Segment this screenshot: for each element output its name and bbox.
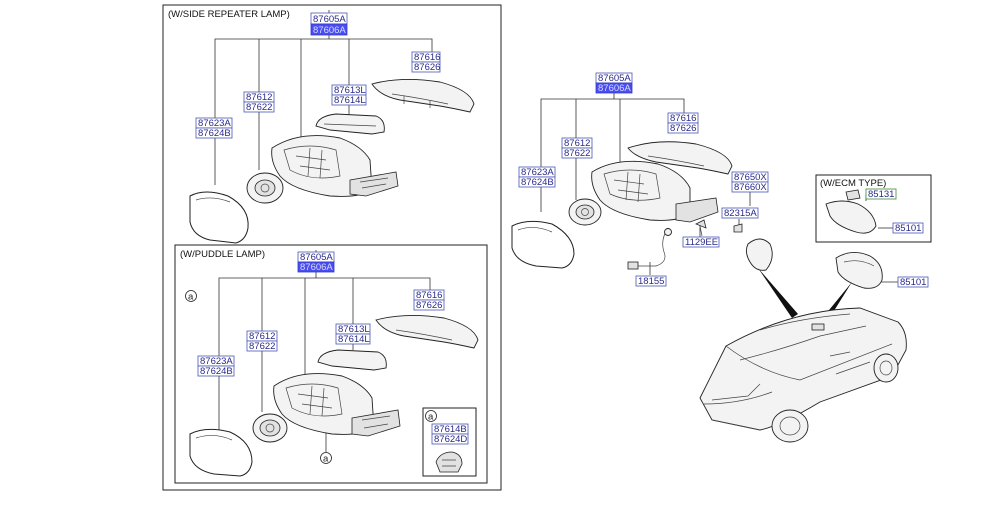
svg-text:87660X: 87660X — [734, 182, 767, 193]
svg-text:87616: 87616 — [414, 52, 440, 63]
svg-text:87626: 87626 — [416, 300, 442, 311]
svg-text:87616: 87616 — [670, 113, 696, 124]
puddle-caption: (W/PUDDLE LAMP) — [180, 249, 265, 260]
svg-text:87605A: 87605A — [598, 73, 631, 84]
svg-text:85131: 85131 — [868, 189, 894, 200]
pd-circle-a-bottom: a — [320, 452, 332, 465]
svg-text:87612: 87612 — [564, 138, 590, 149]
mn-sensor-cover — [733, 223, 773, 271]
arrow-sensor — [758, 268, 798, 318]
mn-mirror-housing — [591, 160, 719, 223]
svg-text:87606A: 87606A — [313, 25, 346, 36]
svg-text:87612: 87612 — [246, 92, 272, 103]
label-sr-87624B: 87624B — [195, 127, 233, 139]
svg-text:85101: 85101 — [895, 223, 921, 234]
label-mn-87624B: 87624B — [518, 176, 556, 188]
ecm-caption: (W/ECM TYPE) — [820, 178, 886, 189]
mn-cover — [627, 141, 733, 175]
svg-text:87614L: 87614L — [338, 334, 370, 345]
label-pd-87626: 87626 — [413, 299, 445, 311]
svg-text:87624D: 87624D — [434, 434, 467, 445]
svg-text:87650X: 87650X — [734, 172, 767, 183]
sr-cover — [371, 78, 475, 113]
pd-actuator — [252, 413, 288, 443]
left-panel-frame — [162, 4, 502, 491]
svg-text:87622: 87622 — [249, 341, 275, 352]
car-illustration — [699, 307, 907, 443]
pd-inset-circle-a: a — [425, 410, 437, 423]
mn-actuator — [568, 198, 602, 226]
svg-text:a: a — [428, 412, 434, 423]
svg-text:87613L: 87613L — [338, 324, 370, 335]
label-ecm-85131: 85131 — [865, 188, 897, 200]
svg-text:87606A: 87606A — [598, 83, 631, 94]
svg-text:85101: 85101 — [900, 277, 926, 288]
svg-text:87612: 87612 — [249, 331, 275, 342]
label-sr-87605A: 87605A — [310, 12, 348, 25]
pd-repeater-lamp — [317, 349, 387, 371]
label-mn-18155: 18155 — [635, 275, 667, 287]
side-repeater-caption: (W/SIDE REPEATER LAMP) — [168, 9, 290, 20]
ecm-inset-frame — [815, 174, 932, 243]
svg-text:a: a — [188, 292, 194, 303]
label-mn-82315A: 82315A — [721, 207, 759, 219]
pd-circle-a-left: a — [185, 290, 197, 303]
label-pd-87624B: 87624B — [197, 365, 235, 377]
label-ecm-85101: 85101 — [892, 222, 924, 234]
label-mn-85101: 85101 — [897, 276, 929, 288]
svg-text:87624B: 87624B — [200, 366, 233, 377]
sr-repeater-lamp — [315, 113, 385, 135]
pd-mirror-housing — [273, 373, 401, 437]
svg-text:87614L: 87614L — [334, 95, 366, 106]
svg-text:82315A: 82315A — [724, 208, 757, 219]
svg-text:87623A: 87623A — [200, 356, 233, 367]
label-mn-87622: 87622 — [561, 147, 593, 159]
ecm-mirror — [825, 189, 877, 234]
svg-text:1129EE: 1129EE — [685, 237, 718, 248]
svg-text:87622: 87622 — [564, 148, 590, 159]
label-mn-87626: 87626 — [667, 122, 699, 134]
label-pd-87606A: 87606A — [297, 261, 335, 273]
svg-text:a: a — [323, 454, 329, 465]
label-pd-87614L: 87614L — [335, 333, 371, 345]
svg-text:87605A: 87605A — [313, 14, 346, 25]
label-sr-87622: 87622 — [243, 101, 275, 113]
mn-rearview-mirror — [835, 252, 883, 289]
svg-text:87616: 87616 — [416, 290, 442, 301]
svg-text:87626: 87626 — [670, 123, 696, 134]
svg-text:87623A: 87623A — [198, 118, 231, 129]
mn-mirror-glass — [511, 220, 575, 269]
label-mn-87660X: 87660X — [731, 181, 769, 193]
pd-cover — [375, 314, 479, 349]
main-leaders — [540, 80, 898, 283]
puddle-panel-frame — [174, 244, 488, 484]
svg-text:87605A: 87605A — [300, 252, 333, 263]
svg-text:18155: 18155 — [638, 276, 664, 287]
puddle-inset-frame — [422, 407, 477, 477]
label-sr-87614L: 87614L — [331, 94, 367, 106]
svg-text:87626: 87626 — [414, 62, 440, 73]
svg-text:87614B: 87614B — [434, 424, 467, 435]
svg-text:87623A: 87623A — [521, 167, 554, 178]
pd-puddle-lamp — [435, 451, 463, 473]
label-pd-87624D: 87624D — [431, 433, 469, 445]
label-mn-1129EE: 1129EE — [682, 236, 720, 248]
svg-text:87622: 87622 — [246, 102, 272, 113]
label-sr-87626: 87626 — [411, 61, 440, 73]
mn-screw — [695, 219, 707, 237]
sr-mirror-glass — [189, 191, 249, 244]
pd-mirror-glass — [189, 428, 253, 477]
sr-mirror-housing — [271, 135, 399, 197]
label-pd-87622: 87622 — [246, 340, 278, 352]
svg-text:87624B: 87624B — [521, 177, 554, 188]
svg-text:87606A: 87606A — [300, 262, 333, 273]
svg-text:87613L: 87613L — [334, 85, 366, 96]
label-sr-87606A: 87606A — [310, 23, 348, 36]
mn-harness — [627, 227, 672, 270]
sr-actuator — [246, 172, 284, 204]
svg-text:87624B: 87624B — [198, 128, 231, 139]
label-mn-87606A: 87606A — [595, 82, 633, 94]
